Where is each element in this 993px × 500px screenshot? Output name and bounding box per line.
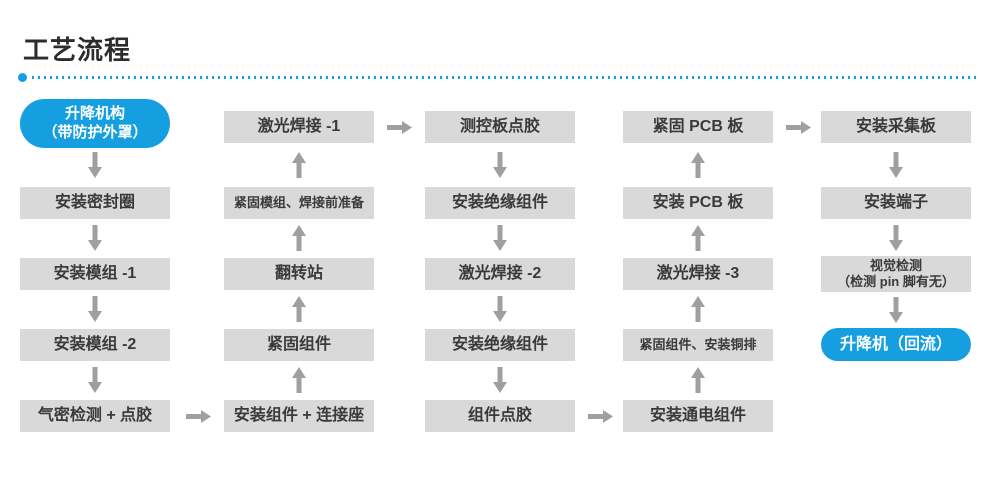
step-flip-station: 翻转站 <box>224 258 374 290</box>
step-fasten-pcb: 紧固 PCB 板 <box>623 111 773 143</box>
arrow-right-icon <box>786 119 811 136</box>
arrow-up-icon <box>689 152 707 178</box>
step-laser-welding-1: 激光焊接 -1 <box>224 111 374 143</box>
arrow-down-icon <box>887 152 905 178</box>
page-title: 工艺流程 <box>23 35 132 65</box>
arrow-up-icon <box>290 152 308 178</box>
arrow-down-icon <box>491 225 509 251</box>
arrow-down-icon <box>86 367 104 393</box>
step-airtight-test-dispensing: 气密检测 + 点胶 <box>20 400 170 432</box>
step-install-module-2: 安装模组 -2 <box>20 329 170 361</box>
step-visual-inspection: 视觉检测 （检测 pin 脚有无） <box>821 256 971 292</box>
arrow-up-icon <box>290 296 308 322</box>
arrow-right-icon <box>387 119 412 136</box>
step-install-pcb: 安装 PCB 板 <box>623 187 773 219</box>
step-laser-welding-3: 激光焊接 -3 <box>623 258 773 290</box>
arrow-right-icon <box>186 408 211 425</box>
step-component-dispensing: 组件点胶 <box>425 400 575 432</box>
arrow-up-icon <box>689 367 707 393</box>
step-install-module-1: 安装模组 -1 <box>20 258 170 290</box>
arrow-up-icon <box>689 296 707 322</box>
step-install-terminal: 安装端子 <box>821 187 971 219</box>
arrow-down-icon <box>86 225 104 251</box>
arrow-down-icon <box>887 225 905 251</box>
step-fasten-install-busbar: 紧固组件、安装铜排 <box>623 329 773 361</box>
arrow-down-icon <box>86 296 104 322</box>
arrow-down-icon <box>491 152 509 178</box>
step-install-insulation-1: 安装绝缘组件 <box>425 187 575 219</box>
arrow-up-icon <box>689 225 707 251</box>
arrow-down-icon <box>491 367 509 393</box>
step-install-insulation-2: 安装绝缘组件 <box>425 329 575 361</box>
arrow-down-icon <box>491 296 509 322</box>
step-control-board-dispensing: 测控板点胶 <box>425 111 575 143</box>
step-fasten-module-weld-prep: 紧固模组、焊接前准备 <box>224 187 374 219</box>
step-install-seal-ring: 安装密封圈 <box>20 187 170 219</box>
step-lift-return: 升降机（回流） <box>821 328 971 361</box>
step-lifting-mechanism: 升降机构 （带防护外罩） <box>20 99 170 148</box>
step-install-component-connector: 安装组件 + 连接座 <box>224 400 374 432</box>
dotted-divider-line <box>32 76 976 79</box>
arrow-down-icon <box>86 152 104 178</box>
step-fasten-components: 紧固组件 <box>224 329 374 361</box>
arrow-down-icon <box>887 297 905 323</box>
arrow-up-icon <box>290 225 308 251</box>
divider-dot <box>18 73 27 82</box>
arrow-right-icon <box>588 408 613 425</box>
arrow-up-icon <box>290 367 308 393</box>
step-laser-welding-2: 激光焊接 -2 <box>425 258 575 290</box>
step-install-power-component: 安装通电组件 <box>623 400 773 432</box>
step-install-collection-board: 安装采集板 <box>821 111 971 143</box>
